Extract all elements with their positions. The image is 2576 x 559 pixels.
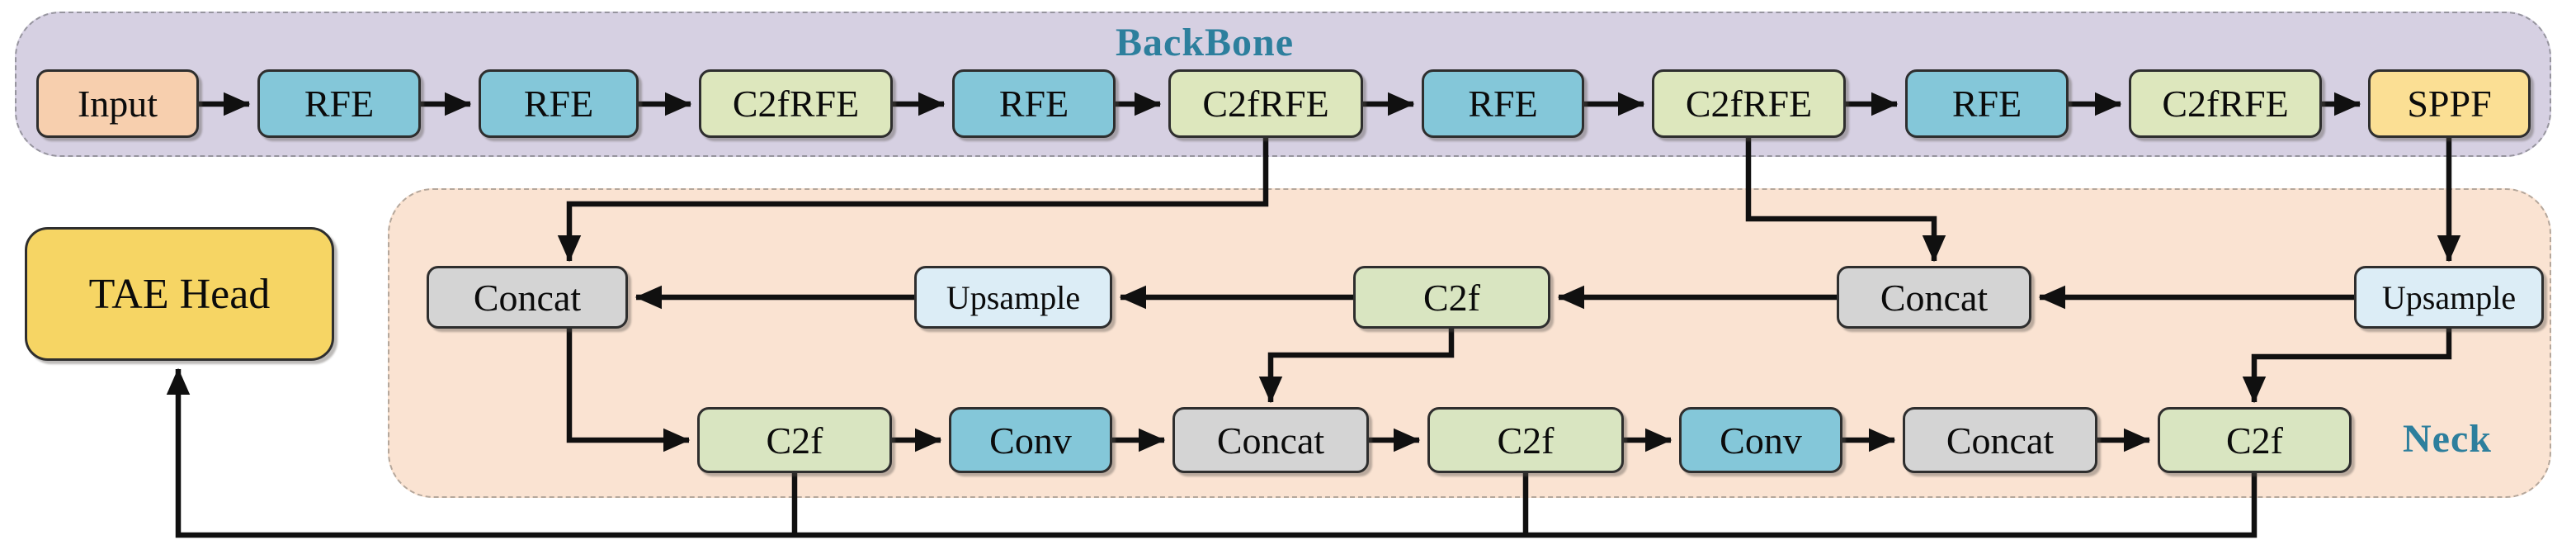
backbone-box-rfe-1: RFE: [257, 69, 421, 138]
backbone-label: BackBone: [1116, 21, 1295, 64]
neck-box-c2f-3: C2f: [2158, 407, 2352, 473]
neck-box-concat-bottom-2: Concat: [1903, 407, 2097, 473]
backbone-box-rfe-3: RFE: [952, 69, 1116, 138]
backbone-box-rfe-2: RFE: [479, 69, 639, 138]
backbone-box-input: Input: [36, 69, 199, 138]
neck-box-concat-right: Concat: [1837, 266, 2031, 329]
backbone-box-rfe-4: RFE: [1422, 69, 1584, 138]
neck-box-c2f-2: C2f: [1427, 407, 1624, 473]
backbone-box-sppf: SPPF: [2368, 69, 2531, 138]
tae-head-box: TAE Head: [25, 227, 334, 361]
neck-box-conv-2: Conv: [1679, 407, 1842, 473]
neck-box-c2f-1: C2f: [697, 407, 892, 473]
neck-label: Neck: [2403, 417, 2492, 461]
neck-box-concat-left: Concat: [427, 266, 628, 329]
backbone-box-rfe-5: RFE: [1905, 69, 2069, 138]
backbone-box-c2frfe-2: C2fRFE: [1168, 69, 1363, 138]
backbone-box-c2frfe-1: C2fRFE: [699, 69, 893, 138]
neck-box-conv-1: Conv: [949, 407, 1112, 473]
neck-box-upsample-right: Upsample: [2354, 266, 2544, 329]
backbone-box-c2frfe-3: C2fRFE: [1652, 69, 1846, 138]
backbone-box-c2frfe-4: C2fRFE: [2129, 69, 2322, 138]
neck-box-upsample-mid: Upsample: [914, 266, 1112, 329]
neck-box-c2f-mid: C2f: [1353, 266, 1550, 329]
neck-box-concat-bottom-1: Concat: [1172, 407, 1369, 473]
